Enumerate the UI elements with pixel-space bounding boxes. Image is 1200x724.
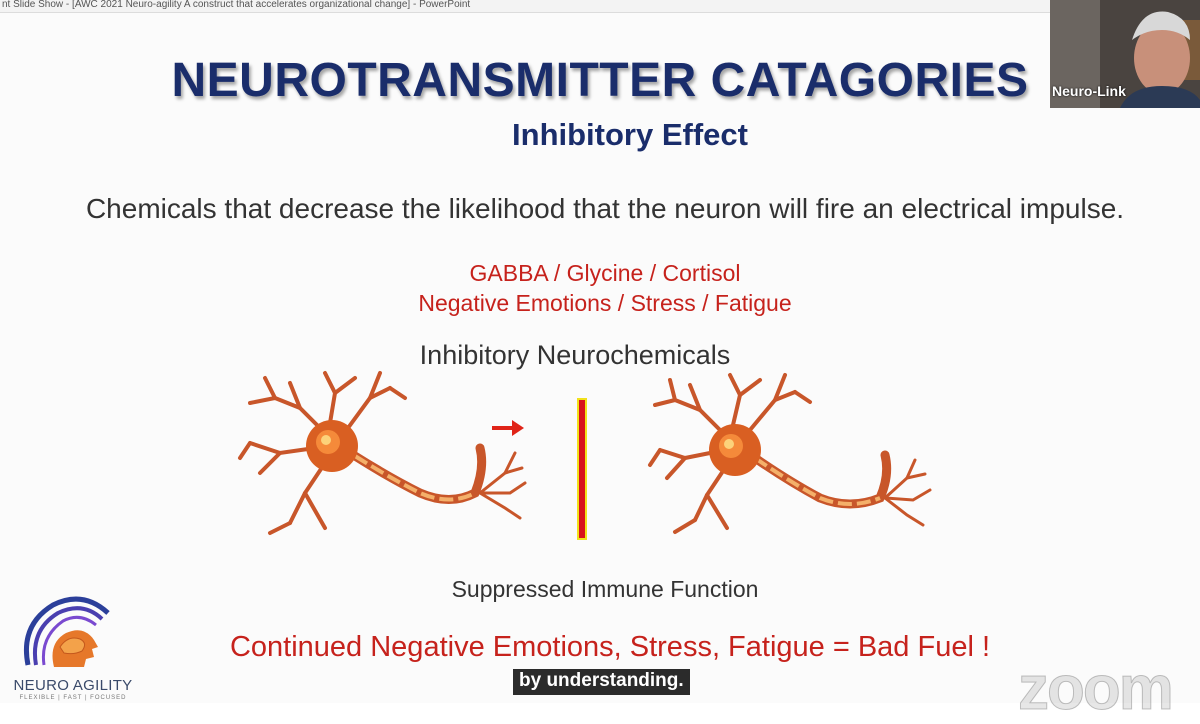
participant-name-label: Neuro-Link xyxy=(1052,83,1126,99)
right-arrow-icon xyxy=(492,420,524,436)
neuro-agility-logo: NEURO AGILITY FLEXIBLE | FAST | FOCUSED xyxy=(8,585,136,705)
immune-function-label: Suppressed Immune Function xyxy=(451,576,759,602)
slide: NEUROTRANSMITTER CATAGORIES Inhibitory E… xyxy=(0,13,1200,724)
slide-subtitle: Inhibitory Effect xyxy=(512,117,748,152)
logo-name: NEURO AGILITY xyxy=(13,677,133,694)
participant-video-tile[interactable]: Neuro-Link xyxy=(1050,0,1200,108)
neuron-left-illustration xyxy=(238,371,527,535)
participant-video-feed xyxy=(1050,0,1200,108)
neurochemicals-label: Inhibitory Neurochemicals xyxy=(419,340,731,370)
chemicals-line-2: Negative Emotions / Stress / Fatigue xyxy=(418,290,792,316)
zoom-watermark: zoom xyxy=(1018,654,1175,724)
chemicals-line-1: GABBA / Glycine / Cortisol xyxy=(469,260,741,286)
bad-fuel-statement: Continued Negative Emotions, Stress, Fat… xyxy=(229,631,991,663)
live-caption: by understanding. xyxy=(513,669,690,695)
window-titlebar: nt Slide Show - [AWC 2021 Neuro-agility … xyxy=(0,0,1200,13)
inhibition-barrier xyxy=(577,398,587,540)
window-title: nt Slide Show - [AWC 2021 Neuro-agility … xyxy=(2,0,471,10)
slide-description: Chemicals that decrease the likelihood t… xyxy=(85,193,1125,224)
slide-title: NEUROTRANSMITTER CATAGORIES xyxy=(171,54,1029,107)
neuron-right-illustration xyxy=(648,373,932,534)
logo-tagline: FLEXIBLE | FAST | FOCUSED xyxy=(19,695,127,701)
brain-head-logo-icon xyxy=(23,596,110,667)
